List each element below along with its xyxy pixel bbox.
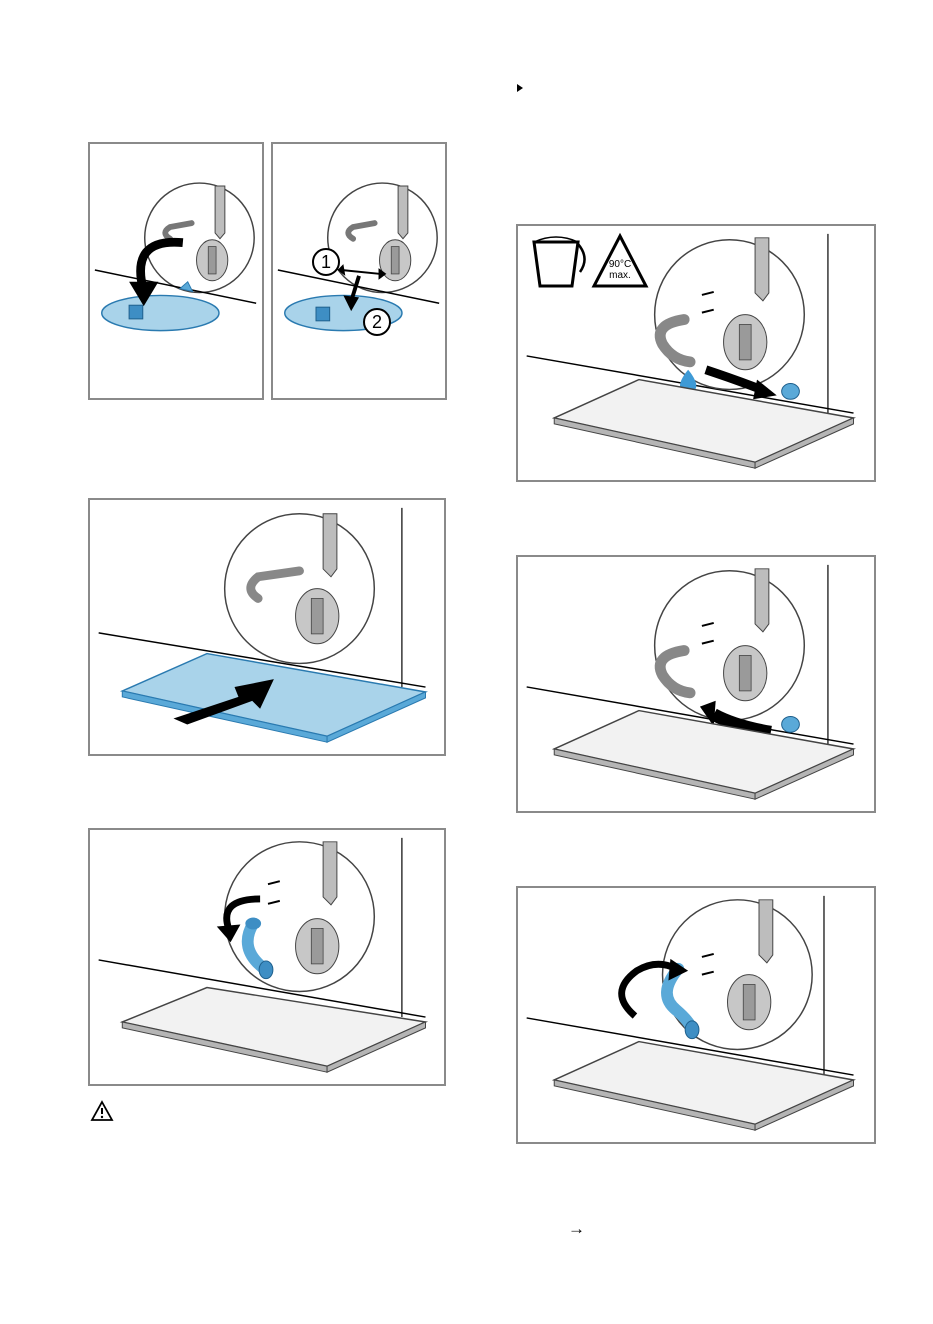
illustration-turn-cap — [90, 830, 444, 1084]
illustration-rehang-hose — [518, 888, 874, 1142]
step-marker-1: 1 — [312, 248, 340, 276]
illustration-place-tray — [90, 500, 444, 754]
hot-water-warning-icon: 90°C max. — [590, 232, 650, 292]
figure-turn-cap — [88, 828, 446, 1086]
figure-place-tray — [88, 498, 446, 756]
hot-water-limit-temp: 90°C — [590, 260, 650, 270]
figure-reinsert-cap — [516, 555, 876, 813]
warning-triangle-icon — [90, 1100, 114, 1122]
figure-rehang-hose — [516, 886, 876, 1144]
figure-drain-water: 90°C max. — [516, 224, 876, 482]
arrow-right-icon: → — [568, 1221, 585, 1237]
illustration-reinsert-cap — [518, 557, 874, 811]
illustration-open-cover — [90, 144, 262, 398]
bucket-icon — [526, 234, 590, 294]
figure-release-cover: 1 2 — [271, 142, 447, 400]
hot-water-limit-max: max. — [590, 271, 650, 281]
bullet-icon — [517, 84, 523, 92]
figure-open-cover — [88, 142, 264, 400]
illustration-release-cover — [273, 144, 445, 398]
step-marker-2: 2 — [363, 308, 391, 336]
